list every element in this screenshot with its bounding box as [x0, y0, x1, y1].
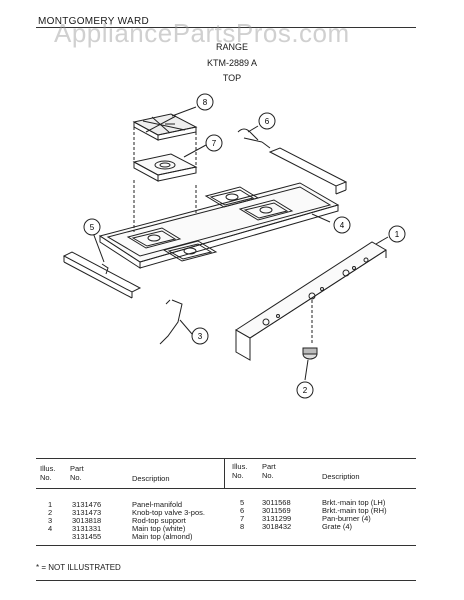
- table-cell: 8: [240, 522, 245, 531]
- table-cell: 3018432: [262, 522, 292, 531]
- svg-text:7: 7: [212, 139, 217, 148]
- watermark: AppliancePartsPros.com: [54, 18, 350, 48]
- table-cell: 1: [48, 500, 53, 509]
- table-cell: 2: [48, 508, 53, 517]
- bracket-rh-part: [237, 128, 271, 149]
- svg-text:4: 4: [340, 221, 345, 230]
- front-strip-part: [62, 251, 142, 299]
- callout-5: 5: [83, 218, 101, 236]
- table-cell: 3011569: [262, 506, 291, 515]
- footer-rule: [36, 580, 416, 581]
- table-cell: Knob-top valve 3-pos.: [132, 508, 205, 517]
- table-cell: 3131455: [72, 532, 102, 541]
- table-cell: 7: [240, 514, 245, 523]
- table-cell: Brkt.-main top (LH): [322, 498, 386, 507]
- table-cell: 6: [240, 506, 245, 515]
- table-top-rule: [36, 458, 416, 459]
- table-cell: 5: [240, 498, 245, 507]
- table-cell: Main top (almond): [132, 532, 193, 541]
- table-cell: 3131476: [72, 500, 102, 509]
- table-cell: 4: [48, 524, 53, 533]
- model-number: KTM-2889 A: [206, 58, 258, 68]
- table-cell: Pan-burner (4): [322, 514, 371, 523]
- table-cell: 3131299: [262, 514, 292, 523]
- table-cell: Grate (4): [322, 522, 353, 531]
- table-cell: 3131331: [72, 524, 102, 533]
- header-rule: [36, 27, 416, 28]
- svg-text:8: 8: [203, 98, 208, 107]
- callout-4: 4: [333, 216, 351, 234]
- table-bottom-rule: [36, 545, 416, 546]
- col-part-left: Part No.: [70, 464, 84, 482]
- svg-text:1: 1: [395, 230, 400, 239]
- knob-part: [302, 300, 318, 360]
- callout-3: 3: [191, 327, 209, 345]
- callout-7: 7: [205, 134, 223, 152]
- col-illus-left: Illus. No.: [40, 464, 56, 482]
- table-cell: Panel-manifold: [132, 500, 183, 509]
- svg-text:5: 5: [90, 223, 95, 232]
- footnote: * = NOT ILLUSTRATED: [36, 563, 121, 572]
- rod-support-part: [159, 299, 183, 345]
- col-illus-right: Illus. No.: [232, 462, 248, 480]
- table-cell: 3: [48, 516, 53, 525]
- callout-8: 8: [196, 93, 214, 111]
- main-top-part: [98, 182, 340, 269]
- manifold-panel-part: [235, 241, 387, 361]
- svg-text:6: 6: [265, 117, 270, 126]
- table-divider: [224, 458, 225, 488]
- table-header-rule: [36, 488, 416, 489]
- svg-text:2: 2: [303, 386, 308, 395]
- table-cell: Rod-top support: [132, 516, 186, 525]
- brand-name: MONTGOMERY WARD: [38, 16, 149, 27]
- table-cell: 3011568: [262, 498, 291, 507]
- exploded-diagram: 8 7 6 4 5 1 3 2: [62, 93, 406, 399]
- grate-part: [132, 113, 198, 141]
- col-desc-right: Description: [322, 472, 360, 481]
- col-part-right: Part No.: [262, 462, 276, 480]
- col-desc-left: Description: [132, 474, 170, 483]
- callout-2: 2: [296, 381, 314, 399]
- burner-pan-part: [132, 153, 198, 182]
- table-cell: Main top (white): [132, 524, 186, 533]
- callout-1: 1: [388, 225, 406, 243]
- table-cell: Brkt.-main top (RH): [322, 506, 387, 515]
- table-cell: 3013818: [72, 516, 102, 525]
- svg-text:3: 3: [198, 332, 203, 341]
- table-cell: 3131473: [72, 508, 102, 517]
- section-title: TOP: [222, 73, 242, 83]
- product-title: RANGE: [215, 42, 248, 52]
- callout-6: 6: [258, 112, 276, 130]
- rear-strip-part: [268, 147, 348, 195]
